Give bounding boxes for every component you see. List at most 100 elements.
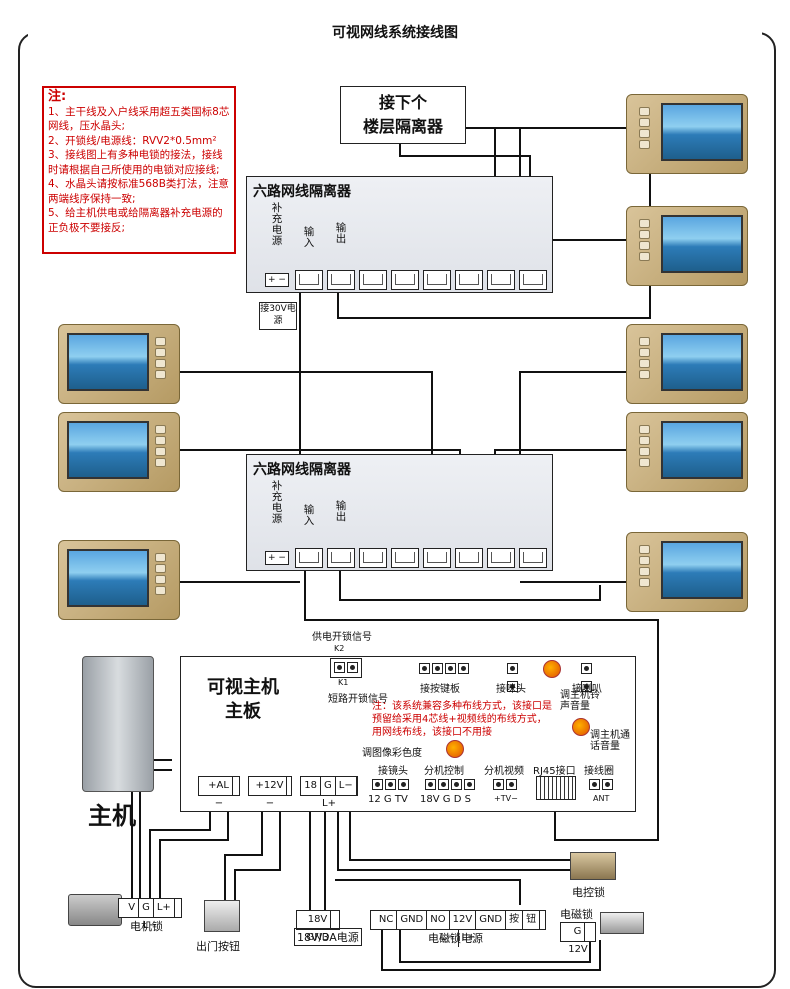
rj45-port xyxy=(487,270,515,290)
ext-video-pins: +TV− xyxy=(494,794,518,803)
mainboard-title1: 可视主机 xyxy=(207,677,279,698)
rj45-port xyxy=(391,548,419,568)
note-line: 5、给主机供电或给隔离器补充电源的正负极不要接反; xyxy=(48,207,223,234)
ext-control-connector xyxy=(420,776,480,794)
rj45-port xyxy=(327,270,355,290)
input-label: 输入 xyxy=(303,226,315,249)
pin-label: G xyxy=(383,794,392,805)
color-adjust-knob[interactable] xyxy=(446,740,464,758)
output-label: 输出 xyxy=(335,500,347,523)
pm-terminal: + − xyxy=(265,273,289,287)
lock-signal-label: 供电开锁信号 xyxy=(312,632,372,643)
mainboard-title: 可视主机 主板 xyxy=(198,676,288,724)
maglock-image xyxy=(600,912,644,934)
indoor-monitor xyxy=(626,532,748,612)
rj45-port xyxy=(423,270,451,290)
maglock-label: 电磁锁 xyxy=(560,908,593,921)
ext-control-label: 分机控制 xyxy=(424,766,464,777)
indoor-monitor xyxy=(626,94,748,174)
mic-connector xyxy=(500,660,524,692)
ring-volume-knob[interactable] xyxy=(543,660,561,678)
pin-label: NO xyxy=(427,911,450,929)
rj45-port xyxy=(391,270,419,290)
indoor-monitor xyxy=(626,412,748,492)
isolator-label: 六路网线隔离器 xyxy=(253,462,351,478)
rj45-port xyxy=(327,548,355,568)
note-line: 2、开锁线/电源线：RVV2*0.5mm² xyxy=(48,134,217,147)
pin-label: +AL xyxy=(205,777,233,795)
pin-label: L− xyxy=(336,777,357,795)
note-line: 4、水晶头请按标准568B类打法，注意两端线序保持一致; xyxy=(48,178,229,205)
next-floor-line2: 楼层隔离器 xyxy=(362,117,443,136)
ext-video-label: 分机视频 xyxy=(484,766,524,777)
motor-lock-image xyxy=(68,894,122,926)
pin-label: G xyxy=(139,899,154,917)
isolator-bottom: 六路网线隔离器 补充电源 输入 输出 + − xyxy=(246,454,553,571)
talk-volume-knob[interactable] xyxy=(572,718,590,736)
electric-lock-image xyxy=(570,852,616,880)
rj45-port xyxy=(455,270,483,290)
indoor-monitor xyxy=(58,324,180,404)
lock-signal-terminal xyxy=(330,658,362,678)
rj45-port xyxy=(359,270,387,290)
rj45-port xyxy=(423,548,451,568)
pin-label: − xyxy=(214,798,224,809)
pin-label: L+ xyxy=(461,932,476,943)
input-label: 输入 xyxy=(303,504,315,527)
pin-label: L+ xyxy=(322,798,336,809)
k2-label: K2 xyxy=(334,644,345,653)
pin-label: +12V xyxy=(253,777,288,795)
electric-lock-label: 电控锁 xyxy=(572,886,605,899)
maglock-terminal: G12V xyxy=(560,922,596,955)
camera-label: 接镜头 xyxy=(378,766,408,777)
pin-label: 钮 xyxy=(523,911,541,929)
rj45-port xyxy=(359,548,387,568)
outdoor-station xyxy=(82,656,154,792)
al-terminal: +AL − xyxy=(198,776,240,809)
isolator-label: 六路网线隔离器 xyxy=(253,184,351,200)
color-adjust-label: 调图像彩色度 xyxy=(362,748,422,759)
pin-label: TV xyxy=(394,794,408,805)
output-label: 输出 xyxy=(335,222,347,245)
motor-lock-label: 电机锁 xyxy=(130,920,163,933)
next-floor-line1: 接下个 xyxy=(378,93,427,112)
pin-label: G xyxy=(321,777,336,795)
camera-pins: 12 G TV xyxy=(368,794,408,805)
rj45-port xyxy=(519,548,547,568)
pin-label: GND xyxy=(397,911,428,929)
exit-button-label: 出门按钮 xyxy=(196,940,240,953)
exit-button-image xyxy=(204,900,240,932)
pin-label: V xyxy=(125,899,140,917)
maglock-psu-label: 电磁锁电源 xyxy=(428,932,483,945)
keyboard-connector xyxy=(418,660,470,678)
psu-30v: 接30V电源 xyxy=(259,302,297,330)
mainboard-note: 注：该系统兼容多种布线方式，该接口是预留给采用4芯线+视频线的布线方式，用网线布… xyxy=(372,701,552,738)
indoor-monitor xyxy=(626,206,748,286)
pm-terminal: + − xyxy=(265,551,289,565)
pin-label: S xyxy=(464,794,471,805)
pin-label: 18 xyxy=(301,777,322,795)
rj45-port xyxy=(455,548,483,568)
short-lock-label: 短路开锁信号 xyxy=(328,694,388,705)
12v-terminal: +12V− xyxy=(248,776,292,809)
speaker-label: 接喇叭 xyxy=(572,684,602,695)
camera-connector xyxy=(367,776,413,794)
coil-pins: ANT xyxy=(593,794,610,803)
mainboard-title2: 主板 xyxy=(225,701,261,722)
psu18-label: 18V/3A电源 xyxy=(294,928,362,946)
diagram-title: 可视网线系统接线图 xyxy=(28,22,762,44)
ext-control-pins: 18V G D S xyxy=(420,794,471,805)
k1-label: K1 xyxy=(338,678,349,687)
pin-label: 18V xyxy=(305,911,332,929)
next-floor-box: 接下个 楼层隔离器 xyxy=(340,86,466,144)
rj45-port xyxy=(295,270,323,290)
host-label: 主机 xyxy=(88,802,136,830)
rj45-label: RJ45接口 xyxy=(533,766,576,777)
indoor-monitor xyxy=(58,412,180,492)
speaker-connector xyxy=(574,660,598,692)
psu18-terminal: 18VGND xyxy=(296,910,340,943)
rj45-socket xyxy=(536,776,576,800)
